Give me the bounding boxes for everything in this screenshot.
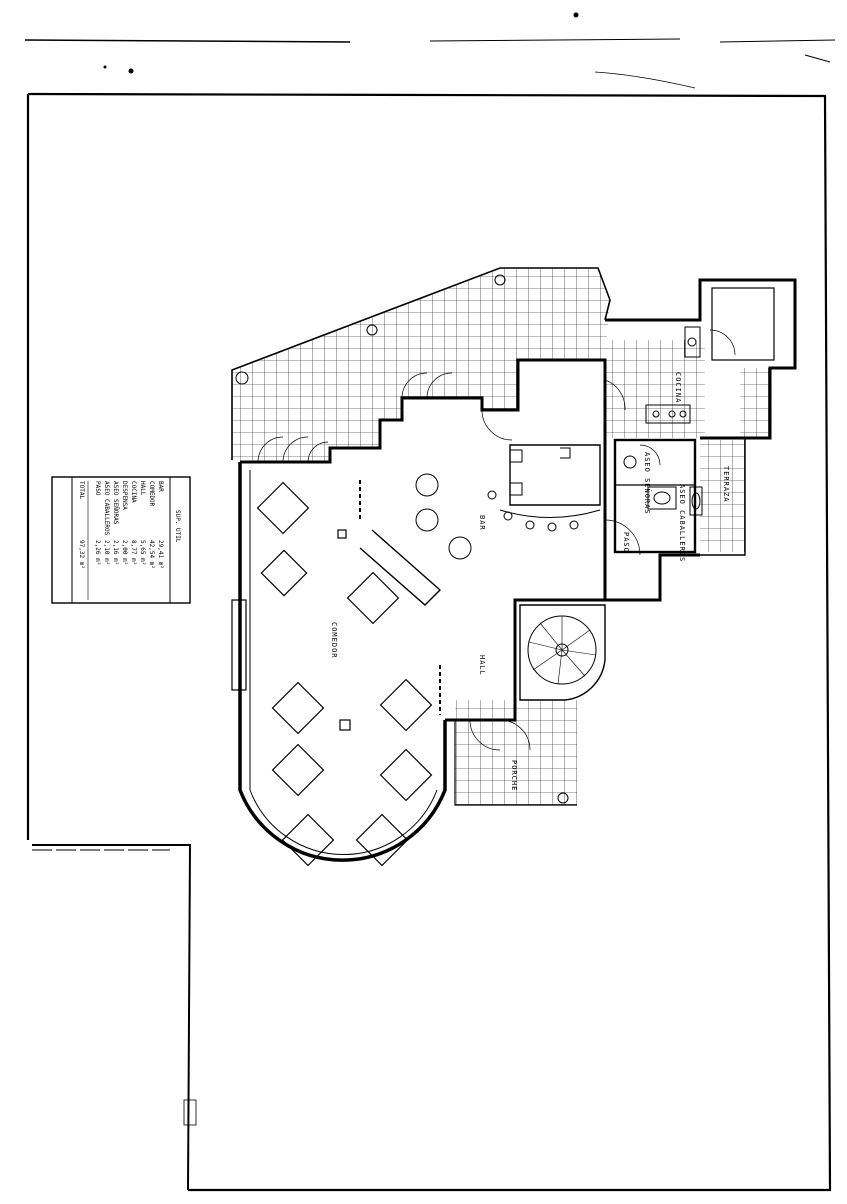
surface-row-name: PASO	[94, 481, 101, 496]
room-label-terraza: TERRAZA	[722, 466, 730, 503]
room-label-hall: HALL	[478, 655, 486, 676]
surface-row-name: HALL	[139, 481, 146, 496]
sheet-border	[27, 92, 832, 1192]
surface-row-value: 2,10 m²	[103, 540, 110, 565]
room-label-paso: PASO	[622, 532, 630, 553]
terrace-tiles	[232, 268, 610, 462]
room-label-porche: PORCHE	[510, 760, 518, 791]
surface-row-value: 2,26 m²	[94, 540, 101, 565]
surface-total-name: TOTAL	[78, 481, 85, 499]
bar-stools	[415, 473, 579, 560]
stamp-mark	[183, 1099, 197, 1126]
surface-row-name: ASEO CABALLEROS	[103, 481, 110, 536]
surface-table: SUP. UTIL BAR 29,41 m² COMEDOR 42,54 m² …	[51, 476, 191, 604]
surface-row-value: 8,77 m²	[130, 540, 137, 565]
porche-tiles	[455, 700, 577, 805]
surface-row-name: BAR	[157, 481, 164, 492]
room-label-cocina: COCINA	[674, 372, 682, 403]
dining-wall	[238, 462, 447, 862]
surface-row-value: 2,00 m²	[121, 540, 128, 565]
surface-total-value: 97,32 m²	[78, 540, 85, 569]
floor-plan: COCINA TERRAZA ASEO SEÑORAS ASEO CABALLE…	[231, 267, 797, 867]
surface-row-name: COCINA	[130, 481, 137, 503]
scan-marks	[24, 12, 836, 89]
surface-row-name: COMEDOR	[148, 481, 155, 507]
room-label-comedor: COMEDOR	[330, 622, 338, 659]
room-label-bar: BAR	[478, 515, 486, 531]
surface-row-name: ASEO SEÑORAS	[112, 481, 119, 525]
room-label-aseo-caballeros: ASEO CABALLEROS	[678, 484, 686, 562]
surface-row-value: 2,16 m²	[112, 540, 119, 565]
surface-row-value: 29,41 m²	[157, 540, 164, 569]
surface-row-value: 5,65 m²	[139, 540, 146, 565]
surface-row-name: DESPENSA	[121, 481, 128, 510]
surface-table-title: SUP. UTIL	[174, 510, 181, 543]
spiral-staircase	[519, 604, 606, 701]
room-label-aseo-senoras: ASEO SEÑORAS	[643, 452, 652, 515]
surface-row-value: 42,54 m²	[148, 540, 155, 569]
dining-tables	[256, 481, 433, 867]
